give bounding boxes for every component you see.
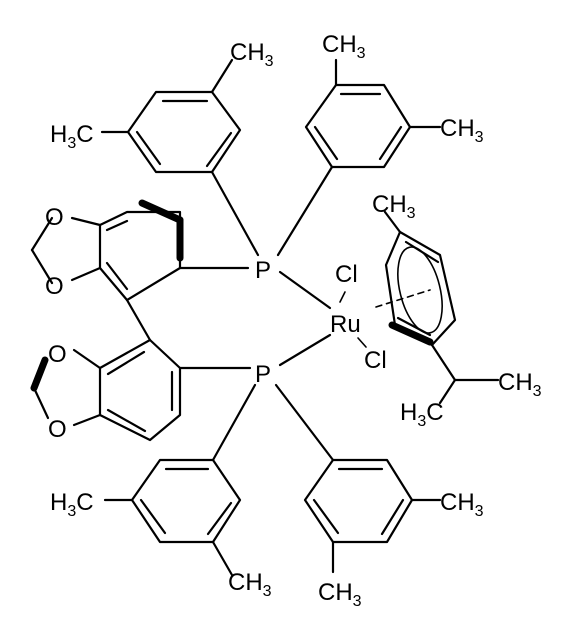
methyl-label-lower-left-bottom: CH3: [228, 569, 272, 600]
upper-left-xylyl-ring: [100, 58, 260, 257]
ru-arene-bond: [375, 289, 431, 308]
lower-ru-cl-bond: [357, 337, 367, 348]
methyl-label-lower-right-side: CH3: [440, 489, 484, 520]
chlorine-label-lower: Cl: [364, 347, 387, 374]
upper-right-xylyl-ring: [276, 58, 442, 257]
methyl-label-cymene: CH3: [372, 191, 416, 222]
methyl-label-lower-right-bottom: CH3: [318, 579, 362, 610]
upper-p-ru-bond: [278, 270, 332, 310]
ruthenium-label: Ru: [330, 311, 361, 338]
lower-left-xylyl-ring: [103, 383, 257, 577]
methyl-label-upper-left-side: H3C: [50, 121, 94, 152]
oxygen-label-2: O: [45, 273, 64, 300]
biaryl-bond: [125, 298, 152, 342]
upper-ru-cl-bond: [339, 291, 346, 303]
oxygen-label-4: O: [48, 416, 67, 443]
methyl-label-isopropyl-right: CH3: [498, 369, 542, 400]
methyl-label-lower-left-side: H3C: [50, 489, 94, 520]
lower-right-xylyl-ring: [274, 383, 442, 574]
oxygen-label-1: O: [45, 204, 64, 231]
phosphorus-label-upper: P: [255, 257, 271, 284]
chlorine-label-upper: Cl: [335, 261, 358, 288]
methyl-label-upper-right-top: CH3: [322, 31, 366, 62]
phosphorus-label-lower: P: [255, 361, 271, 388]
bond-layer: [30, 58, 500, 577]
upper-benzodioxole-ring: [30, 199, 250, 302]
methyl-label-upper-right-side: CH3: [440, 115, 484, 146]
lower-p-ru-bond: [278, 333, 332, 367]
atom-label-layer: CH3 H3C CH3 CH3 O O O O P P Ru Cl Cl CH3…: [45, 31, 542, 610]
methyl-label-upper-left-top: CH3: [230, 39, 274, 70]
p-cymene-ring: [383, 210, 500, 405]
lower-benzodioxole-ring: [30, 338, 252, 442]
oxygen-label-3: O: [48, 341, 67, 368]
methyl-label-isopropyl-left: H3C: [400, 399, 444, 430]
